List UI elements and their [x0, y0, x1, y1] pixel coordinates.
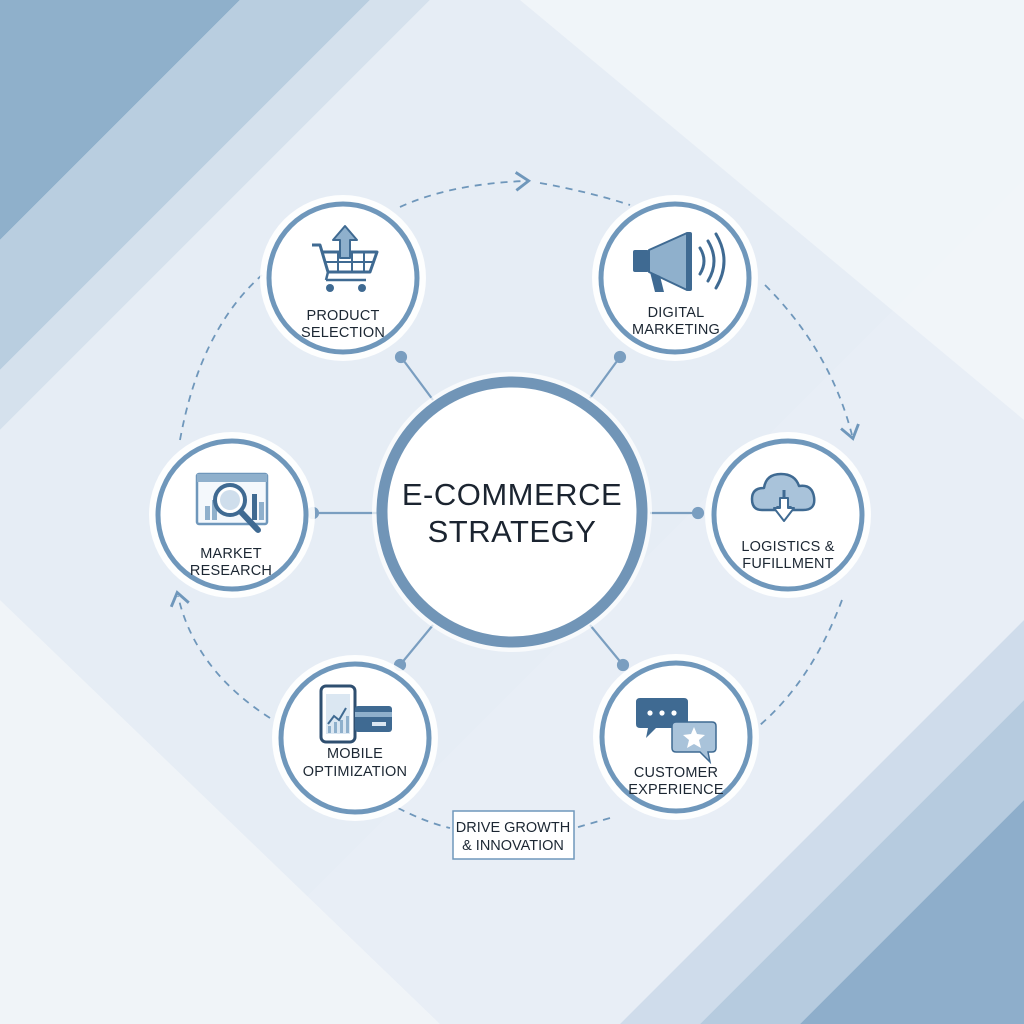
- node-label-line1: MARKET: [200, 546, 262, 562]
- node-label-line2: MARKETING: [632, 322, 720, 338]
- node-product-selection[interactable]: PRODUCT SELECTION: [260, 195, 426, 361]
- node-logistics-fulfillment[interactable]: LOGISTICS & FUFILLMENT: [705, 432, 871, 598]
- orbit-arrow-lower-left: [169, 590, 271, 719]
- orbit-arrow-lower-right: [759, 599, 843, 726]
- node-label-line2: FUFILLMENT: [742, 556, 833, 572]
- connector-dot: [394, 350, 408, 364]
- chat-bubbles-star-icon: [636, 698, 717, 765]
- center-title-line1: E-COMMERCE: [402, 477, 622, 512]
- orbit-arrow-bottom-left: [397, 807, 451, 829]
- growth-note-line2: & INNOVATION: [462, 838, 564, 854]
- node-mobile-optimization[interactable]: MOBILE OPTIMIZATION: [272, 655, 438, 821]
- node-label-line1: PRODUCT: [306, 308, 379, 324]
- node-digital-marketing[interactable]: DIGITAL MARKETING: [592, 195, 758, 361]
- connector-dot: [691, 506, 705, 520]
- node-customer-experience[interactable]: CUSTOMER EXPERIENCE: [593, 654, 759, 820]
- node-label-line2: SELECTION: [301, 325, 385, 341]
- node-label-line1: MOBILE: [327, 746, 383, 762]
- node-label-line2: OPTIMIZATION: [303, 764, 407, 780]
- connector-dot: [613, 350, 627, 364]
- node-label-line2: RESEARCH: [190, 563, 272, 579]
- growth-note-box: DRIVE GROWTH & INNOVATION: [452, 810, 575, 860]
- orbit-arrows: [169, 171, 860, 829]
- center-hub: E-COMMERCE STRATEGY: [372, 372, 652, 652]
- node-label-line1: LOGISTICS &: [741, 539, 834, 555]
- phone-card-icon: [319, 684, 392, 744]
- node-market-research[interactable]: MARKET RESEARCH: [149, 432, 315, 598]
- orbit-arrow-top-right: [539, 182, 631, 206]
- node-label-line1: CUSTOMER: [634, 765, 718, 781]
- orbit-arrow-bottom-right: [574, 817, 611, 829]
- connectors: [306, 350, 705, 672]
- node-label-line1: DIGITAL: [648, 305, 705, 321]
- node-label-line2: EXPERIENCE: [628, 782, 724, 798]
- growth-note-line1: DRIVE GROWTH: [456, 820, 570, 836]
- megaphone-icon: [633, 232, 726, 292]
- connector-dot: [616, 658, 630, 672]
- center-title-line2: STRATEGY: [428, 514, 597, 549]
- magnifier-chart-icon: [195, 472, 269, 533]
- shopping-cart-upload-icon: [312, 225, 379, 292]
- cloud-download-icon: [750, 472, 816, 522]
